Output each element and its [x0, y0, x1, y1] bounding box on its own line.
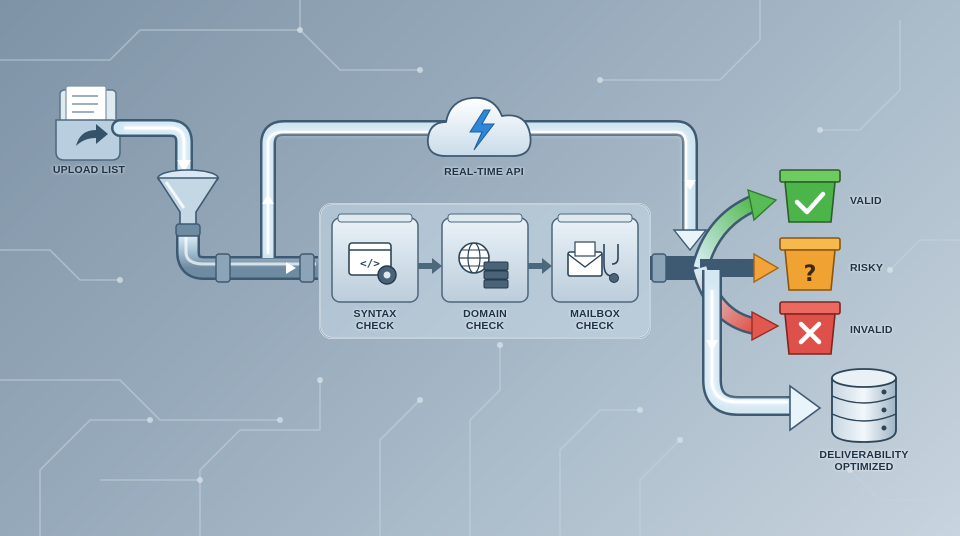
- svg-text:</>: </>: [360, 257, 380, 270]
- mailbox-check-label: MAILBOX CHECK: [555, 308, 635, 332]
- mailbox-check-line1: MAILBOX: [570, 308, 620, 320]
- svg-text:?: ?: [804, 262, 817, 287]
- mailbox-check-line2: CHECK: [575, 320, 615, 332]
- red-bin-x-icon: [779, 301, 841, 355]
- deliverability-line1: DELIVERABILITY: [819, 449, 909, 461]
- globe-server-icon: [458, 242, 509, 289]
- valid-route-arrow: [691, 188, 778, 271]
- invalid-label: INVALID: [850, 324, 893, 336]
- realtime-api-label: REAL-TIME API: [444, 166, 524, 178]
- outlet-pipe: [650, 253, 700, 283]
- deliverability-line2: OPTIMIZED: [834, 461, 894, 473]
- circuit-nodes: [117, 27, 893, 483]
- risky-label: RISKY: [850, 262, 884, 274]
- domain-check-line1: DOMAIN: [463, 308, 507, 320]
- domain-check-line2: CHECK: [465, 320, 505, 332]
- syntax-check-line2: CHECK: [355, 320, 395, 332]
- syntax-check-line1: SYNTAX: [353, 308, 397, 320]
- deliverability-label: DELIVERABILITY OPTIMIZED: [814, 449, 914, 473]
- upload-pipe: [111, 119, 193, 177]
- valid-label: VALID: [850, 195, 882, 207]
- code-gear-icon: </>: [348, 242, 397, 285]
- cloud-lightning-icon: [426, 96, 532, 157]
- upload-list-label: UPLOAD LIST: [52, 164, 126, 176]
- funnel-icon: [156, 169, 220, 233]
- envelope-stethoscope-icon: [567, 241, 619, 283]
- folder-upload-icon: [55, 85, 121, 161]
- database-icon: [831, 368, 897, 443]
- domain-check-label: DOMAIN CHECK: [445, 308, 525, 332]
- main-inlet-pipe: [175, 223, 318, 283]
- orange-bin-question-icon: ?: [779, 237, 841, 291]
- green-bin-check-icon: [779, 169, 841, 223]
- syntax-check-label: SYNTAX CHECK: [335, 308, 415, 332]
- deliverability-route-arrow: [702, 270, 822, 432]
- check-connectors: [418, 258, 552, 274]
